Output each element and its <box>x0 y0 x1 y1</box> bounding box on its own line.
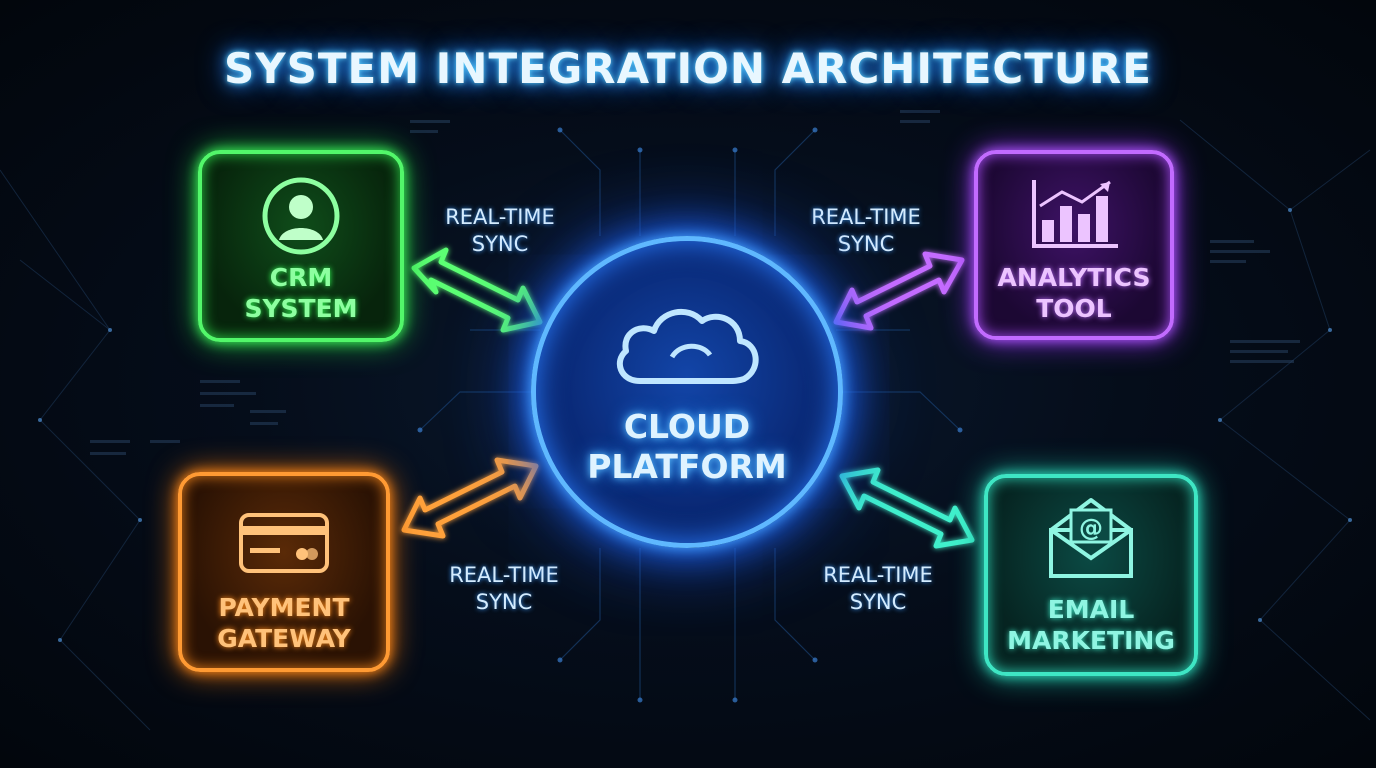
cloud-platform-hub[interactable]: CLOUD PLATFORM <box>531 236 843 548</box>
node-label-line2: GATEWAY <box>217 624 351 653</box>
hub-label-line2: PLATFORM <box>587 447 787 486</box>
email-marketing-label: EMAIL MARKETING <box>988 594 1194 656</box>
crm-system-label: CRM SYSTEM <box>202 262 400 324</box>
node-label-line2: MARKETING <box>1007 626 1175 655</box>
sync-label-line1: REAL-TIME <box>445 205 555 229</box>
sync-label-line2: SYNC <box>837 232 895 256</box>
bar-chart-icon <box>1032 180 1118 248</box>
node-label-line1: CRM <box>269 263 333 292</box>
diagram-title: SYSTEM INTEGRATION ARCHITECTURE <box>224 44 1152 93</box>
node-label-line2: TOOL <box>1036 294 1112 323</box>
payment-gateway-label: PAYMENT GATEWAY <box>182 592 386 654</box>
user-icon <box>262 177 340 255</box>
analytics-tool-node[interactable]: ANALYTICS TOOL <box>974 150 1174 340</box>
crm-system-node[interactable]: CRM SYSTEM <box>198 150 404 342</box>
analytics-sync-label: REAL-TIME SYNC <box>776 204 956 258</box>
cloud-icon <box>616 309 759 384</box>
envelope-at-icon: @ <box>1049 498 1133 578</box>
payment-sync-label: REAL-TIME SYNC <box>414 562 594 616</box>
payment-gateway-node[interactable]: PAYMENT GATEWAY <box>178 472 390 672</box>
sync-label-line1: REAL-TIME <box>811 205 921 229</box>
cloud-platform-label: CLOUD PLATFORM <box>536 407 838 487</box>
hub-label-line1: CLOUD <box>623 407 751 446</box>
svg-text:@: @ <box>1079 514 1103 542</box>
node-label-line1: EMAIL <box>1047 595 1135 624</box>
node-label-line1: PAYMENT <box>218 593 350 622</box>
analytics-tool-label: ANALYTICS TOOL <box>978 262 1170 324</box>
sync-label-line2: SYNC <box>471 232 529 256</box>
sync-label-line1: REAL-TIME <box>449 563 559 587</box>
credit-card-icon <box>239 513 329 573</box>
sync-label-line1: REAL-TIME <box>823 563 933 587</box>
sync-label-line2: SYNC <box>475 590 533 614</box>
email-marketing-node[interactable]: @ EMAIL MARKETING <box>984 474 1198 676</box>
email-sync-label: REAL-TIME SYNC <box>788 562 968 616</box>
node-label-line2: SYSTEM <box>244 294 358 323</box>
node-label-line1: ANALYTICS <box>997 263 1151 292</box>
sync-label-line2: SYNC <box>849 590 907 614</box>
crm-sync-label: REAL-TIME SYNC <box>410 204 590 258</box>
